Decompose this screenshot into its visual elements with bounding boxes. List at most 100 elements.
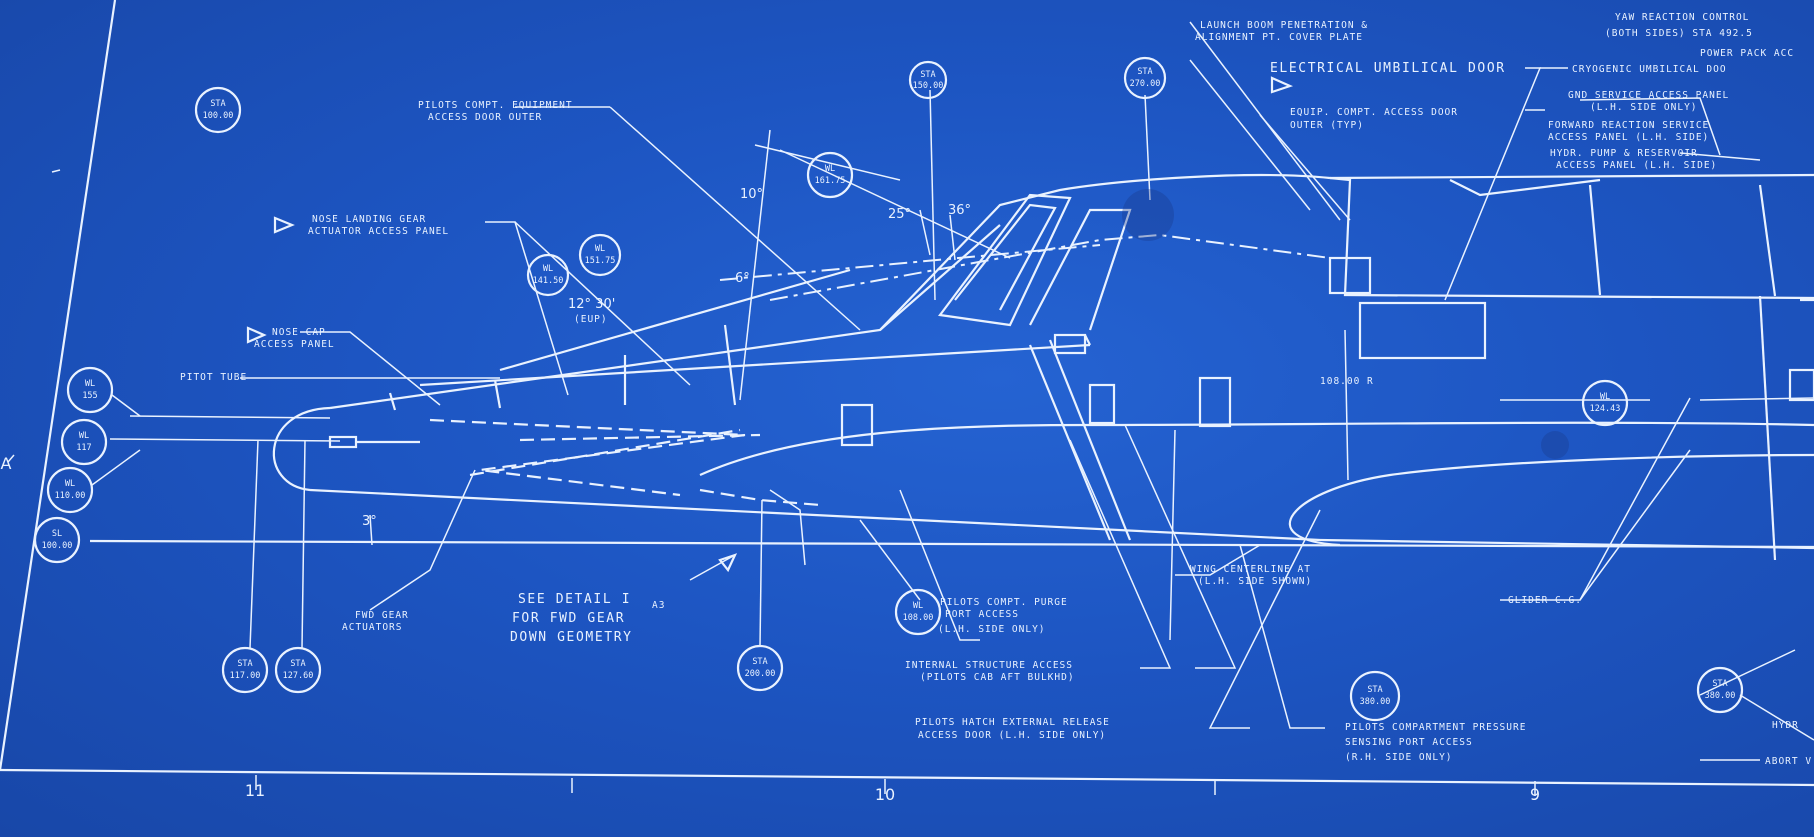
svg-text:380.00: 380.00 [1360,697,1391,707]
bubble-wl-155 [66,366,114,414]
pitot-tube-label: PITOT TUBE [180,372,247,383]
bubble-wl-upper [806,151,854,199]
wing-centerline-sub: (L.H. SIDE SHOWN) [1198,576,1312,587]
bubble-sta-top-mid [908,60,948,100]
cryogenic-label: CRYOGENIC UMBILICAL DOO [1572,64,1727,75]
see-detail-line2: FOR FWD GEAR [512,611,625,626]
bubble-wl-108 [894,588,942,636]
bubble-sta-bottom-right [1349,670,1401,722]
yaw-reaction-sub: (BOTH SIDES) STA 492.5 [1605,28,1753,39]
abort-right-label: ABORT V [1765,756,1812,767]
angle-10: 10° [740,187,763,202]
svg-text:WL: WL [825,164,835,174]
svg-text:STA: STA [237,659,252,669]
internal-structure-sub: (PILOTS CAB AFT BULKHD) [920,672,1075,683]
fwd-gear-label: FWD GEAR [355,610,409,621]
bubble-wl-151 [578,233,622,277]
see-detail-label: SEE DETAIL I [518,592,631,607]
svg-text:WL: WL [65,479,75,489]
svg-text:270.00: 270.00 [1130,79,1161,89]
angle-6: 6° [735,271,750,286]
bubble-sl-100 [33,516,81,564]
pilots-equipment-sub: ACCESS DOOR OUTER [428,112,542,123]
ruler-label-9: 9 [1530,785,1540,804]
pilots-hatch-label: PILOTS HATCH EXTERNAL RELEASE [915,717,1110,728]
angle-36: 36° [948,203,971,218]
equip-compt-label: EQUIP. COMPT. ACCESS DOOR [1290,107,1458,118]
hydraulic-sub: ACCESS PANEL (L.H. SIDE) [1556,160,1717,171]
angle-25: 25° [888,207,911,222]
launch-boom-label: LAUNCH BOOM PENETRATION & [1200,20,1368,31]
svg-text:WL: WL [913,601,923,611]
svg-text:124.43: 124.43 [1590,404,1621,414]
forward-reaction-sub: ACCESS PANEL (L.H. SIDE) [1548,132,1709,143]
flag-icon [246,326,267,344]
flag-icon [273,216,295,234]
angle-3: 3° [362,514,377,529]
pilots-hatch-sub: ACCESS DOOR (L.H. SIDE ONLY) [918,730,1106,741]
svg-text:161.75: 161.75 [815,176,846,186]
nose-landing-gear-label: NOSE LANDING GEAR [312,214,426,225]
svg-text:WL: WL [543,264,553,274]
bubble-sta-127 [274,646,322,694]
equip-compt-sub: OUTER (TYP) [1290,120,1364,131]
svg-text:WL: WL [1600,392,1610,402]
svg-text:STA: STA [752,657,767,667]
svg-text:141.50: 141.50 [533,276,564,286]
bubble-sta-117 [221,646,269,694]
svg-text:WL: WL [85,379,95,389]
svg-text:WL: WL [595,244,605,254]
electrical-umbilical-label: ELECTRICAL UMBILICAL DOOR [1270,61,1506,76]
svg-text:200.00: 200.00 [745,669,776,679]
yaw-reaction-label: YAW REACTION CONTROL [1615,12,1749,23]
ruler-label-11: 11 [245,781,265,800]
svg-text:STA: STA [1367,685,1382,695]
bubble-wl-right [1581,379,1629,427]
svg-text:STA: STA [210,99,225,109]
forward-reaction-label: FORWARD REACTION SERVICE [1548,120,1709,131]
svg-text:380.00: 380.00 [1705,691,1736,701]
power-pack-label: POWER PACK ACC [1700,48,1794,59]
gnd-service-label: GND SERVICE ACCESS PANEL [1568,90,1729,101]
svg-text:STA: STA [290,659,305,669]
bubble-wl-110 [46,466,94,514]
pilots-purge-sub2: (L.H. SIDE ONLY) [938,624,1046,635]
angle-labels: 25° 36° 10° 6° 12° 30' (EUP) 3° [362,187,971,529]
bubble-sta-top-left [194,86,242,134]
svg-text:100.00: 100.00 [42,541,73,551]
svg-text:STA: STA [1712,679,1727,689]
svg-text:117.00: 117.00 [230,671,261,681]
svg-text:STA: STA [920,70,935,80]
svg-text:117: 117 [76,443,91,453]
wing-centerline-label: WING CENTERLINE AT [1190,564,1311,575]
svg-text:SL: SL [52,529,62,539]
reference-bubbles: STA 100.00 STA 150.00 STA 270.00 WL 161.… [33,56,1744,722]
wl-108-label: 108.00 R [1320,376,1374,387]
see-detail-line3: DOWN GEOMETRY [510,630,633,645]
callout-labels: YAW REACTION CONTROL (BOTH SIDES) STA 49… [180,12,1812,767]
angle-12-sub: (EUP) [574,314,608,325]
stain-mark [1122,189,1174,241]
flag-icon [1270,76,1294,94]
svg-text:108.00: 108.00 [903,613,934,623]
nose-cap-label: NOSE CAP [272,327,326,338]
fuselage-outline [89,173,1814,561]
hydraulic-label: HYDR. PUMP & RESERVOIR [1550,148,1698,159]
svg-text:110.00: 110.00 [55,491,86,501]
svg-text:155: 155 [82,391,97,401]
svg-text:127.60: 127.60 [283,671,314,681]
nose-landing-gear-sub: ACTUATOR ACCESS PANEL [308,226,449,237]
pressure-sub: SENSING PORT ACCESS [1345,737,1473,748]
bottom-ruler: 11 10 9 A [1,454,1541,804]
svg-text:STA: STA [1137,67,1152,77]
launch-boom-sub: ALIGNMENT PT. COVER PLATE [1195,32,1363,43]
svg-text:100.00: 100.00 [203,111,234,121]
gnd-service-sub: (L.H. SIDE ONLY) [1590,102,1698,113]
svg-text:WL: WL [79,431,89,441]
bubble-wl-141 [526,253,570,297]
glider-cg-label: GLIDER C.G. [1508,595,1582,606]
pressure-label: PILOTS COMPARTMENT PRESSURE [1345,722,1526,733]
pressure-sub2: (R.H. SIDE ONLY) [1345,752,1453,763]
